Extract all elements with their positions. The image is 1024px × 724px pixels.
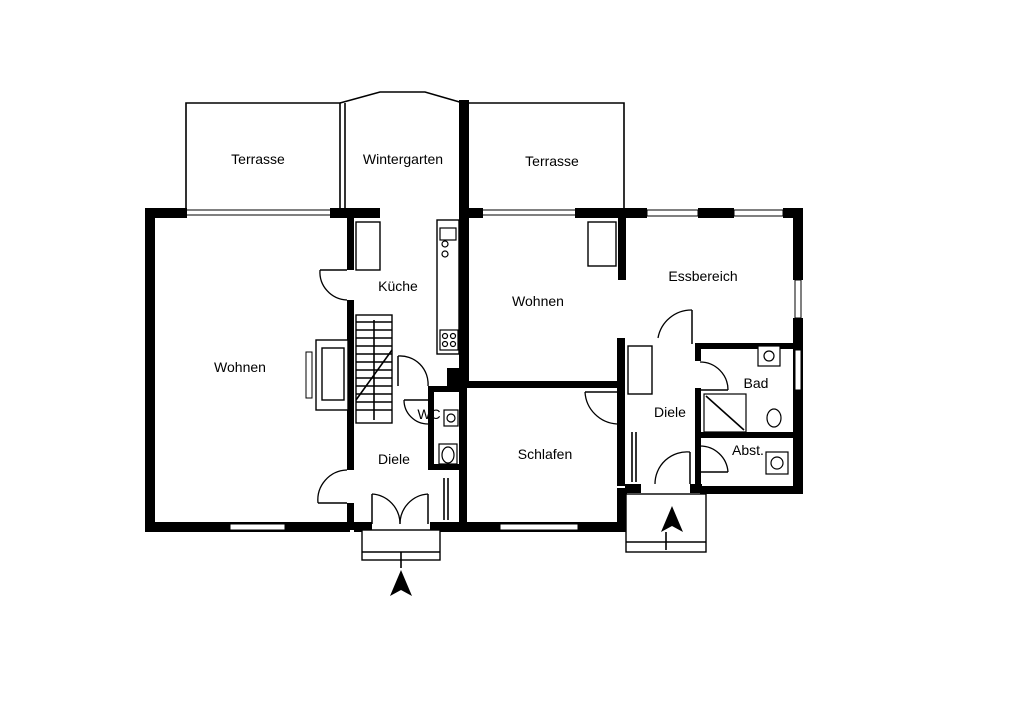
room-label-abst: Abst. — [732, 442, 764, 458]
room-label-wc: WC — [417, 406, 440, 422]
doors — [317, 269, 729, 525]
wc-fixtures — [438, 409, 459, 465]
room-label-diele-left: Diele — [378, 451, 410, 467]
room-label-kueche: Küche — [378, 278, 418, 294]
room-label-schlafen: Schlafen — [518, 446, 572, 462]
room-label-essbereich: Essbereich — [668, 268, 737, 284]
bath-fixtures — [703, 345, 789, 475]
misc-fixtures — [443, 221, 653, 520]
fireplace — [315, 339, 349, 411]
kitchen-counter — [355, 219, 460, 355]
room-label-terrasse-left: Terrasse — [231, 151, 285, 167]
room-label-diele-right: Diele — [654, 404, 686, 420]
staircase — [355, 314, 393, 424]
room-label-wohnen-left: Wohnen — [214, 359, 266, 375]
room-label-terrasse-right: Terrasse — [525, 153, 579, 169]
room-label-bad: Bad — [744, 375, 769, 391]
room-label-wintergarten: Wintergarten — [363, 151, 443, 167]
entrances — [361, 493, 707, 596]
room-labels: Terrasse Wintergarten Terrasse Küche Woh… — [214, 151, 768, 467]
room-label-wohnen-right: Wohnen — [512, 293, 564, 309]
windows — [229, 209, 802, 531]
